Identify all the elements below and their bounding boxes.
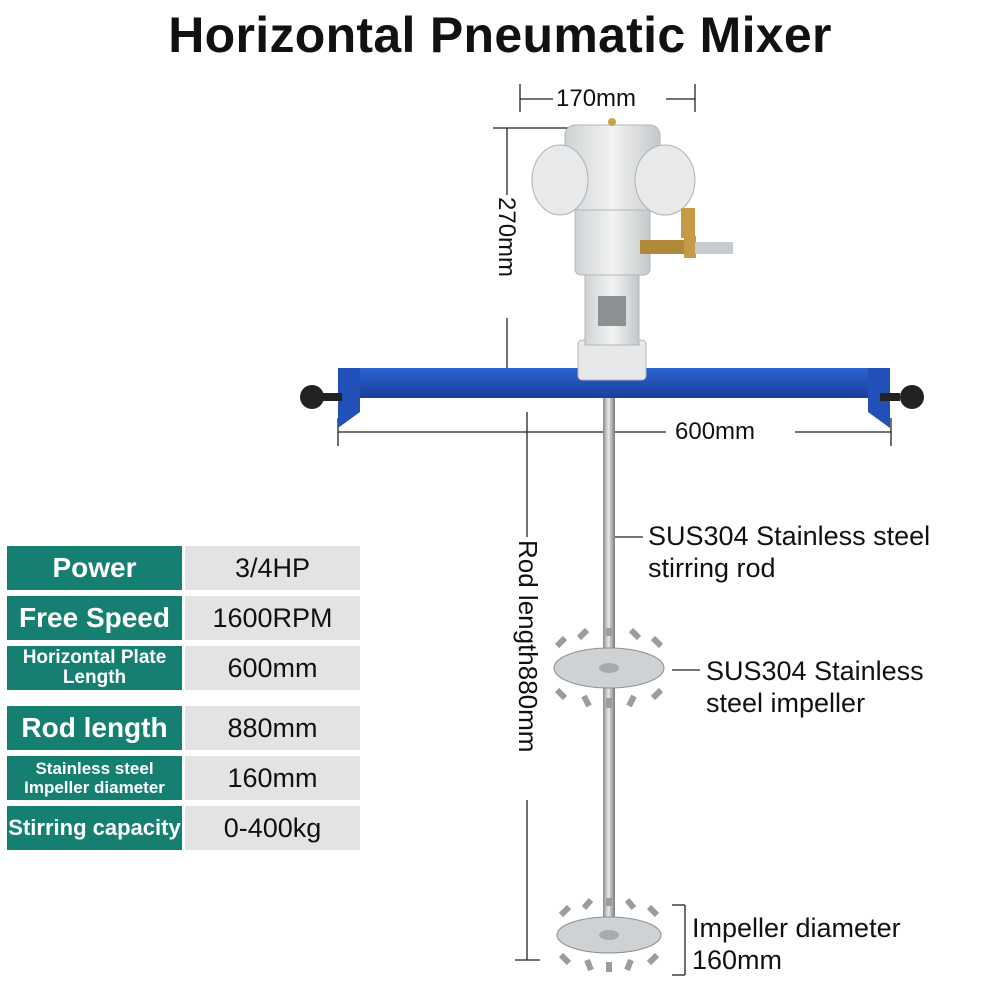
spec-row-impeller-diameter: Stainless steel Impeller diameter 160mm: [7, 756, 360, 800]
motor-height-label: 270mm: [493, 197, 520, 278]
rod-callout: SUS304 Stainless steel stirring rod: [648, 520, 930, 584]
spec-value: 880mm: [185, 706, 360, 750]
spec-row-plate-length: Horizontal Plate Length 600mm: [7, 646, 360, 690]
motor-width-label: 170mm: [556, 85, 637, 112]
plate-length-label: 600mm: [675, 418, 756, 445]
spec-row-power: Power 3/4HP: [7, 546, 360, 590]
spec-row-stirring-capacity: Stirring capacity 0-400kg: [7, 806, 360, 850]
spec-value: 600mm: [185, 646, 360, 690]
spec-row-free-speed: Free Speed 1600RPM: [7, 596, 360, 640]
diameter-callout: Impeller diameter 160mm: [692, 912, 901, 976]
spec-label: Stainless steel Impeller diameter: [7, 756, 182, 800]
spec-row-rod-length: Rod length 880mm: [7, 706, 360, 750]
impeller-callout: SUS304 Stainless steel impeller: [706, 655, 924, 719]
impeller-callout-line2: steel impeller: [706, 688, 866, 718]
impeller-upper: [553, 627, 665, 708]
rod-callout-line2: stirring rod: [648, 553, 776, 583]
spec-value: 160mm: [185, 756, 360, 800]
spec-label: Rod length: [7, 706, 182, 750]
spec-value: 0-400kg: [185, 806, 360, 850]
diameter-callout-line1: Impeller diameter: [692, 913, 901, 943]
spec-value: 3/4HP: [185, 546, 360, 590]
rod-length-label: Rod length880mm: [513, 540, 543, 753]
impeller-lower: [556, 898, 662, 972]
diameter-callout-line2: 160mm: [692, 945, 783, 975]
page-title: Horizontal Pneumatic Mixer: [168, 7, 832, 63]
spec-label: Stirring capacity: [7, 806, 182, 850]
spec-label: Power: [7, 546, 182, 590]
spec-value: 1600RPM: [185, 596, 360, 640]
motor-body: [531, 118, 733, 381]
impeller-callout-line1: SUS304 Stainless: [706, 656, 924, 686]
spec-label: Horizontal Plate Length: [7, 646, 182, 690]
rod-callout-line1: SUS304 Stainless steel: [648, 521, 931, 551]
spec-label: Free Speed: [7, 596, 182, 640]
